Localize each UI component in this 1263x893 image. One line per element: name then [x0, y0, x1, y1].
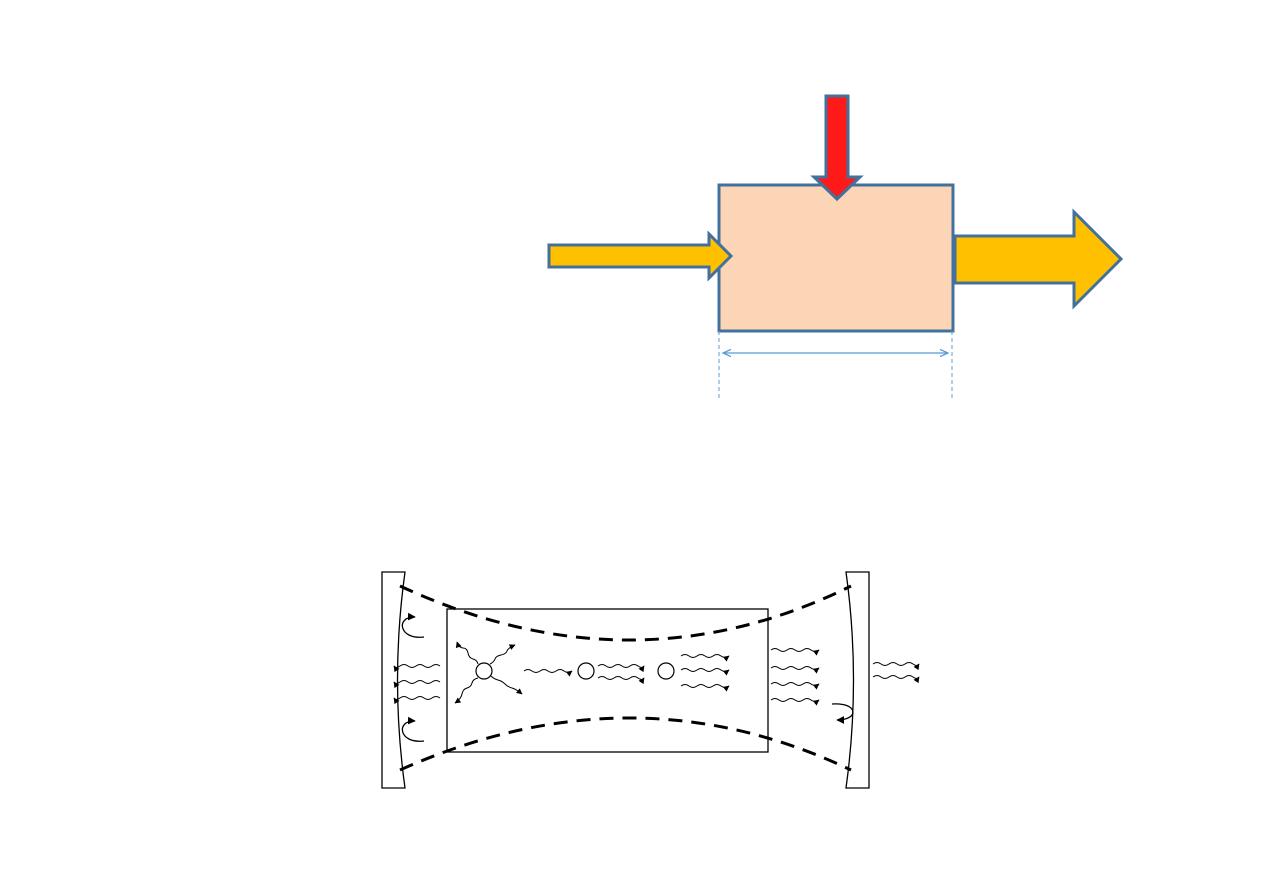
reflection-arrow-left-top	[401, 612, 425, 638]
left-photons	[393, 664, 441, 705]
right-mirror	[845, 571, 870, 789]
output-signal-arrow	[953, 208, 1124, 310]
reflection-arrow-right	[831, 703, 854, 724]
atom-stimulated-1	[577, 662, 595, 680]
incident-photon	[523, 669, 573, 677]
amplifier-diagram	[547, 94, 1124, 398]
stimulated-photons-2	[680, 654, 730, 692]
left-mirror	[381, 571, 406, 789]
gain-medium-block	[717, 183, 955, 333]
laser-cavity-diagram	[381, 571, 920, 789]
stimulated-photons-1	[597, 664, 645, 685]
input-signal-arrow	[547, 230, 734, 282]
atom-spontaneous	[475, 662, 493, 680]
right-photons	[770, 648, 820, 706]
reflection-arrow-left-bottom	[401, 716, 425, 742]
output-laser-beam	[872, 662, 920, 684]
beam-envelope-top	[399, 584, 852, 642]
beam-envelope-bottom	[399, 716, 852, 772]
pump-arrow	[810, 94, 864, 202]
atom-stimulated-2	[657, 662, 675, 680]
spontaneous-emission-rays	[454, 641, 523, 704]
